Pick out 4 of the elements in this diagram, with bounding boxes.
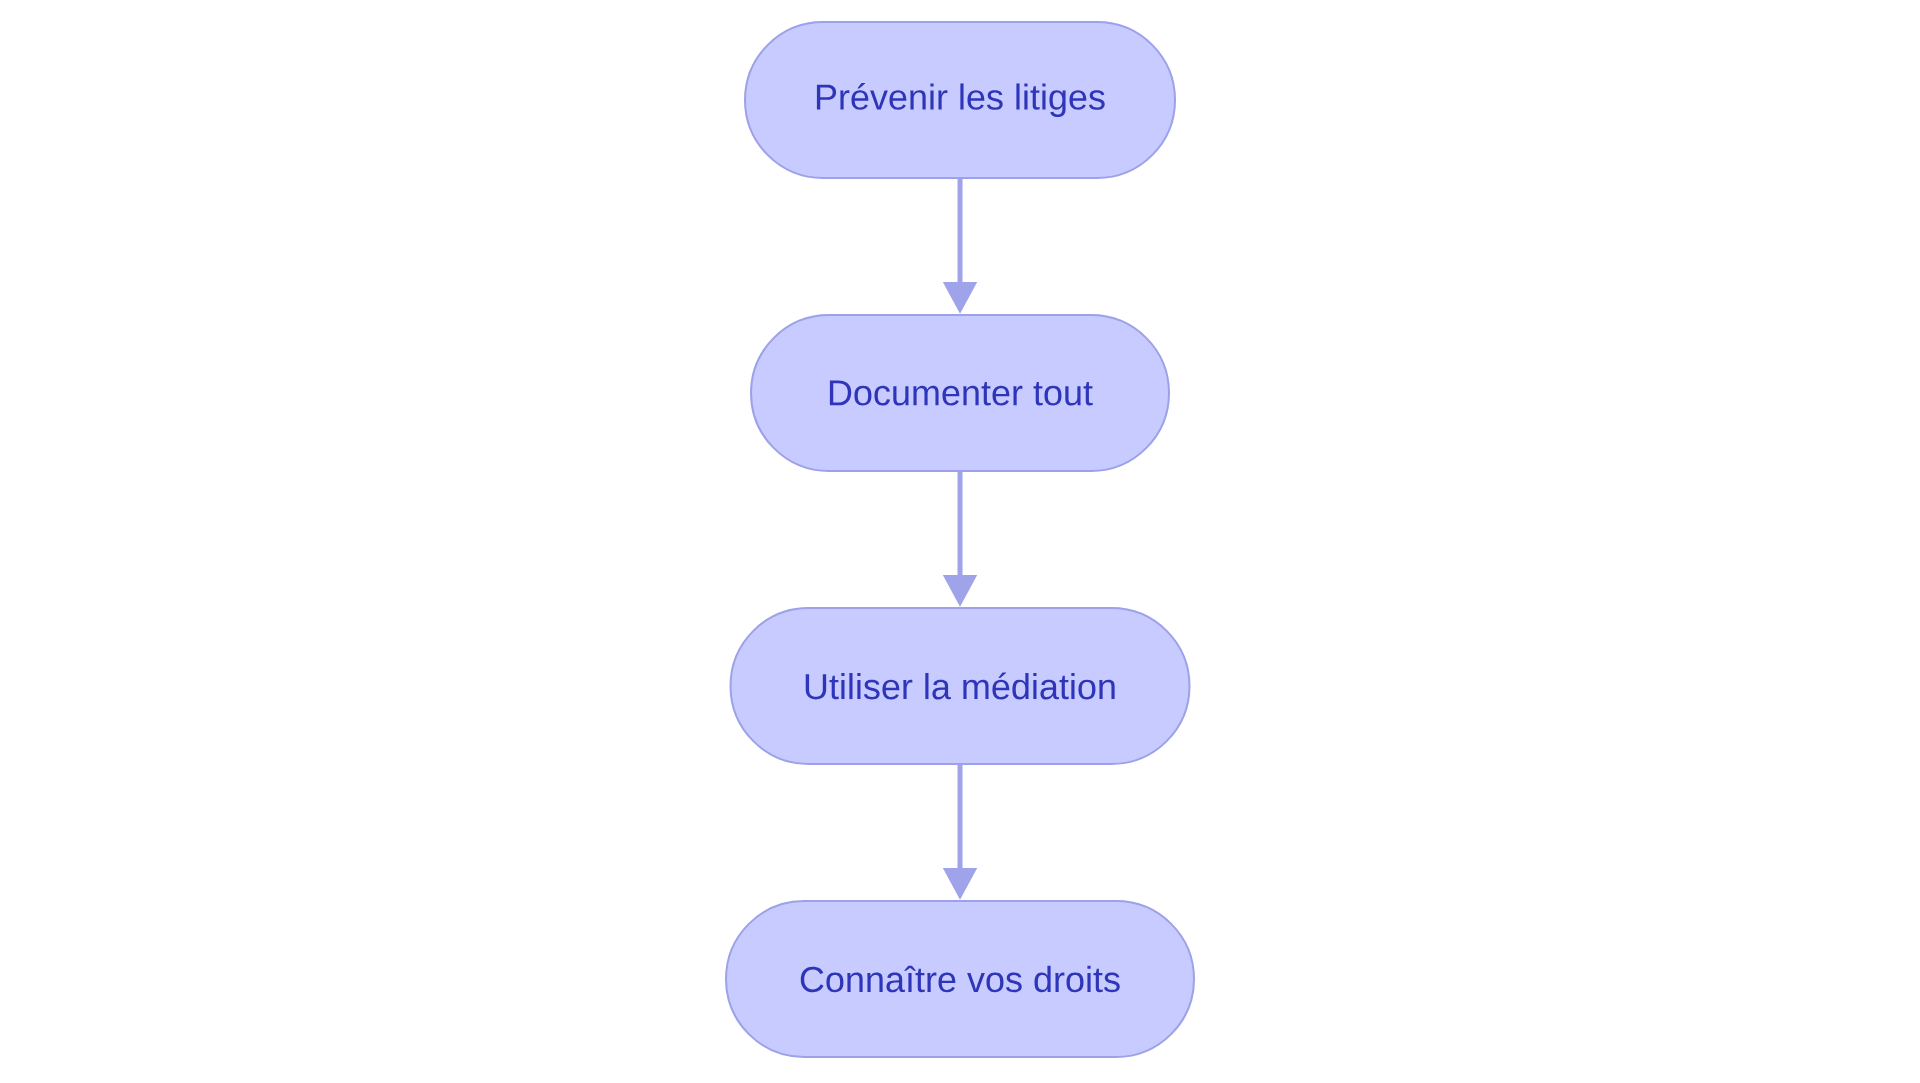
process-box: Utiliser la médiation [729,607,1191,765]
process-box: Prévenir les litiges [744,21,1176,179]
process-box: Documenter tout [750,314,1170,472]
process-box: Connaître vos droits [725,900,1195,1058]
